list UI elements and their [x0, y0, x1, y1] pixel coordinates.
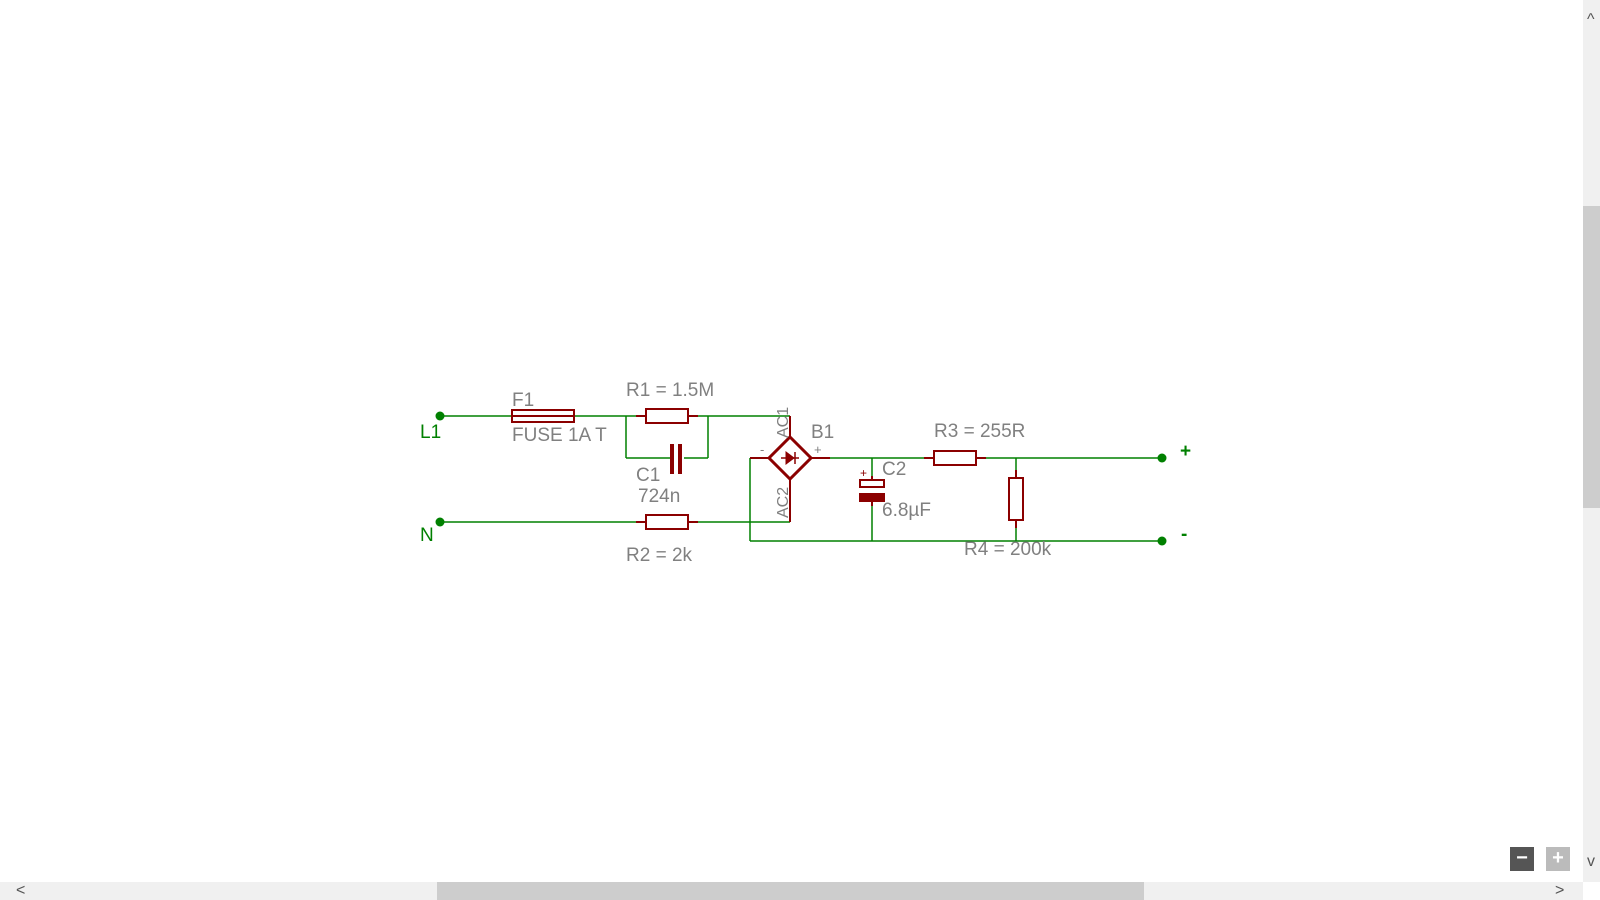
scroll-right-arrow-icon[interactable]: > [1555, 882, 1565, 899]
c2-polarity: + [860, 466, 867, 480]
b1-ac1-label: AC1 [775, 407, 792, 438]
parts [511, 408, 1024, 530]
terminal-n[interactable] [435, 517, 445, 527]
r2-label: R2 = 2k [626, 545, 693, 566]
c2-value: 6.8µF [882, 500, 931, 521]
b1-ac2-label: AC2 [775, 487, 792, 518]
c1-name: C1 [636, 465, 660, 486]
resistor-r4[interactable] [1008, 477, 1024, 521]
terminal-l1[interactable] [435, 411, 445, 421]
c2-plate-negative[interactable] [859, 493, 885, 502]
schematic-canvas[interactable]: L1 N + - F1 FUSE 1A T R1 = 1.5M C1 724n … [0, 0, 1583, 882]
f1-value: FUSE 1A T [512, 425, 607, 446]
r3-label: R3 = 255R [934, 421, 1025, 442]
zoom-in-button[interactable]: + [1546, 847, 1570, 871]
r1-label: R1 = 1.5M [626, 380, 714, 401]
resistor-r3[interactable] [933, 450, 977, 466]
scroll-down-arrow-icon[interactable]: v [1587, 853, 1595, 870]
b1-minus-label: - [760, 442, 764, 457]
vertical-scrollbar-thumb[interactable] [1583, 206, 1600, 508]
b1-diode-icon [785, 451, 795, 465]
c2-name: C2 [882, 459, 906, 480]
net-labels: L1 N + - [420, 422, 1191, 546]
part-labels: F1 FUSE 1A T R1 = 1.5M C1 724n R2 = 2k B… [512, 380, 1052, 566]
terminal-minus[interactable] [1157, 536, 1167, 546]
net-label-l1: L1 [420, 422, 441, 443]
net-label-plus: + [1180, 441, 1191, 462]
zoom-out-button[interactable]: − [1510, 847, 1534, 871]
net-label-minus: - [1181, 524, 1187, 545]
junctions [435, 411, 1167, 546]
scroll-left-arrow-icon[interactable]: < [16, 882, 26, 899]
f1-name: F1 [512, 390, 534, 411]
b1-name: B1 [811, 422, 834, 443]
scroll-up-arrow-icon[interactable]: ^ [1587, 11, 1595, 28]
c1-value: 724n [638, 486, 680, 507]
resistor-r1[interactable] [645, 408, 689, 424]
horizontal-scrollbar-thumb[interactable] [437, 882, 1144, 900]
net-label-n: N [420, 525, 434, 546]
b1-plus-label: + [814, 442, 822, 457]
c2-plate-positive[interactable] [859, 479, 885, 488]
wires [440, 415, 1162, 542]
resistor-r2[interactable] [645, 514, 689, 530]
terminal-plus[interactable] [1157, 453, 1167, 463]
r4-label: R4 = 200k [964, 539, 1052, 560]
